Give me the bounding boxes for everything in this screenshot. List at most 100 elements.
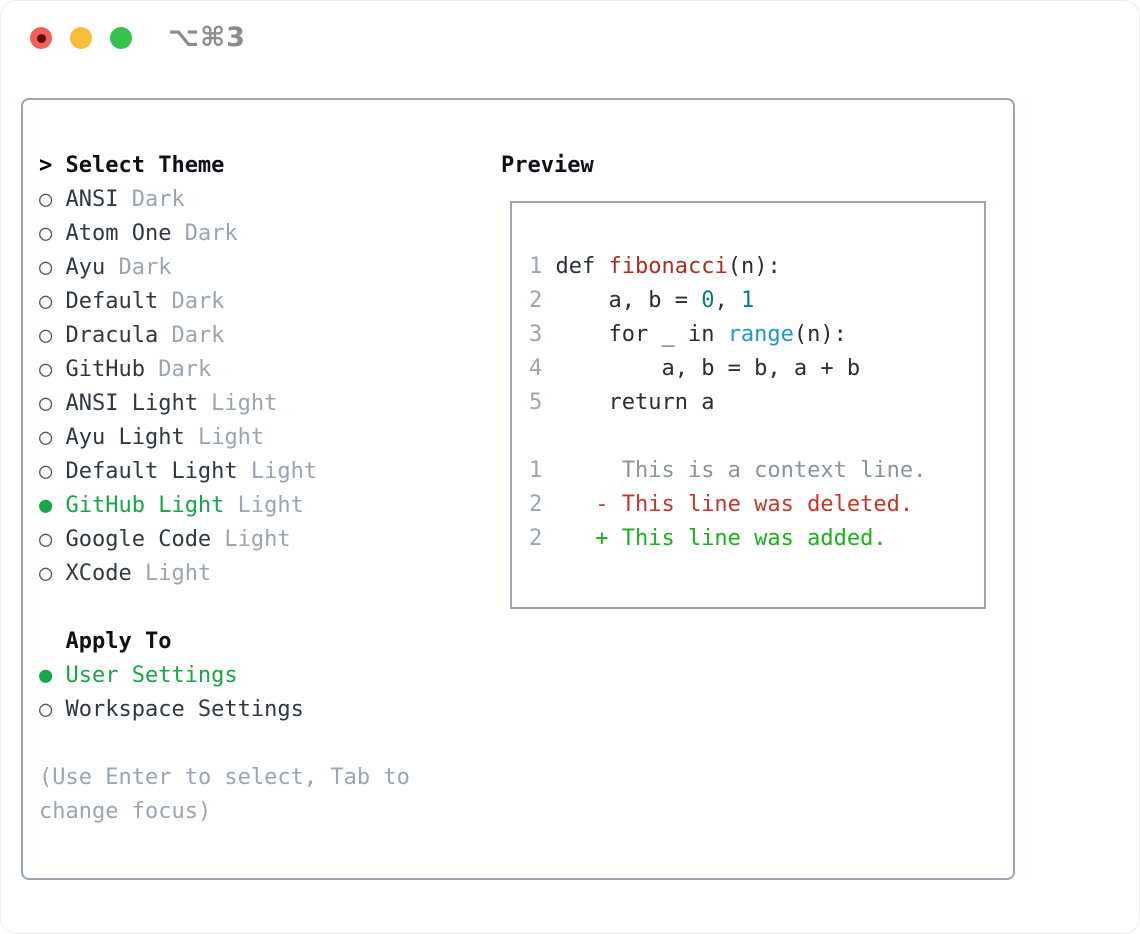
cursor-icon: > bbox=[39, 153, 53, 178]
hint-line-1: (Use Enter to select, Tab to bbox=[39, 765, 410, 790]
traffic-lights bbox=[30, 27, 132, 49]
theme-option-label: ANSI Light bbox=[65, 391, 198, 416]
title-bar: ⌥⌘3 bbox=[1, 1, 1139, 76]
apply-option-user-settings[interactable]: ●User Settings bbox=[39, 659, 410, 693]
radio-icon: ○ bbox=[39, 221, 53, 246]
window-title: ⌥⌘3 bbox=[168, 22, 246, 53]
radio-icon: ○ bbox=[39, 697, 53, 722]
theme-option-atom-one[interactable]: ○ Atom One Dark bbox=[39, 217, 410, 251]
theme-option-github-light[interactable]: ● GitHub Light Light bbox=[39, 489, 410, 523]
code-line-6 bbox=[529, 420, 984, 454]
theme-variant-label: Light bbox=[211, 527, 291, 552]
theme-variant-label: Light bbox=[197, 391, 278, 416]
theme-list: ○ANSI Dark○Atom One Dark○Ayu Dark○Defaul… bbox=[39, 183, 410, 591]
spacer bbox=[39, 591, 410, 625]
code-token-num: 1 bbox=[740, 288, 755, 313]
code-token: for _ in bbox=[542, 322, 728, 347]
line-number: 1 bbox=[529, 458, 543, 483]
zoom-button[interactable] bbox=[110, 27, 132, 49]
theme-variant-label: Dark bbox=[118, 187, 185, 212]
close-dot-icon bbox=[36, 33, 46, 43]
line-number: 4 bbox=[529, 356, 543, 381]
spacer bbox=[39, 727, 410, 761]
apply-to-list: ●User Settings ○ Workspace Settings bbox=[39, 659, 410, 727]
code-line-1: 1 def fibonacci(n): bbox=[529, 250, 984, 284]
radio-selected-icon: ● bbox=[39, 493, 53, 518]
code-line-7: 1 This is a context line. bbox=[529, 454, 984, 488]
code-line-4: 4 a, b = b, a + b bbox=[529, 352, 984, 386]
theme-variant-label: Dark bbox=[105, 255, 172, 280]
preview-column: Preview 1 def fibonacci(n):2 a, b = 0, 1… bbox=[501, 149, 986, 609]
apply-option-workspace-settings[interactable]: ○ Workspace Settings bbox=[39, 693, 410, 727]
line-number: 2 bbox=[529, 288, 543, 313]
minimize-button[interactable] bbox=[70, 27, 92, 49]
theme-option-xcode[interactable]: ○XCode Light bbox=[39, 557, 410, 591]
theme-variant-label: Light bbox=[224, 493, 304, 518]
code-token-del: - This line was deleted. bbox=[542, 492, 914, 517]
radio-icon: ○ bbox=[39, 289, 53, 314]
preview-header: Preview bbox=[501, 153, 594, 178]
theme-option-label: Atom One bbox=[65, 221, 172, 246]
theme-option-default[interactable]: ○Default Dark bbox=[39, 285, 410, 319]
code-line-9: 2 + This line was added. bbox=[529, 522, 984, 556]
theme-variant-label: Light bbox=[184, 425, 265, 450]
apply-option-label: Workspace Settings bbox=[65, 697, 304, 722]
radio-selected-icon: ● bbox=[39, 663, 53, 688]
theme-option-label: GitHub Light bbox=[65, 493, 225, 518]
theme-option-google-code[interactable]: ○ Google Code Light bbox=[39, 523, 410, 557]
radio-icon: ○ bbox=[39, 425, 53, 450]
code-token: a, b = b, a + b bbox=[542, 356, 861, 381]
code-line-5: 5 return a bbox=[529, 386, 984, 420]
select-theme-header-row: > Select Theme bbox=[39, 149, 410, 183]
theme-option-label: Google Code bbox=[65, 527, 212, 552]
theme-option-label: Ayu Light bbox=[65, 425, 185, 450]
theme-variant-label: Dark bbox=[144, 357, 212, 382]
code-token: a, b = bbox=[542, 288, 702, 313]
code-line-2: 2 a, b = 0, 1 bbox=[529, 284, 984, 318]
close-button[interactable] bbox=[30, 27, 52, 49]
theme-option-github[interactable]: ○GitHub Dark bbox=[39, 353, 410, 387]
theme-variant-label: Dark bbox=[158, 323, 225, 348]
radio-icon: ○ bbox=[39, 561, 53, 586]
radio-icon: ○ bbox=[39, 323, 53, 348]
code-token: (n): bbox=[727, 254, 781, 279]
code-token-builtin: range bbox=[727, 322, 794, 347]
code-line-8: 2 - This line was deleted. bbox=[529, 488, 984, 522]
theme-option-ansi-light[interactable]: ○ ANSI Light Light bbox=[39, 387, 410, 421]
code-token-add: + This line was added. bbox=[542, 526, 887, 551]
theme-option-label: Default bbox=[65, 289, 159, 314]
code-token-num: 0 bbox=[701, 288, 715, 313]
select-theme-header: Select Theme bbox=[65, 153, 225, 178]
code-token-func: fibonacci bbox=[608, 254, 728, 279]
code-token-ctx: This is a context line. bbox=[542, 458, 927, 483]
apply-to-header: Apply To bbox=[65, 629, 172, 654]
theme-option-label: ANSI bbox=[65, 187, 119, 212]
theme-option-dracula[interactable]: ○Dracula Dark bbox=[39, 319, 410, 353]
radio-icon: ○ bbox=[39, 527, 53, 552]
theme-option-ayu-light[interactable]: ○ Ayu Light Light bbox=[39, 421, 410, 455]
line-number: 2 bbox=[529, 492, 543, 517]
radio-icon: ○ bbox=[39, 459, 53, 484]
theme-variant-label: Light bbox=[237, 459, 318, 484]
theme-option-label: XCode bbox=[65, 561, 132, 586]
code-line-3: 3 for _ in range(n): bbox=[529, 318, 984, 352]
code-token: (n): bbox=[793, 322, 847, 347]
code-token: return a bbox=[542, 390, 715, 415]
radio-icon: ○ bbox=[39, 391, 53, 416]
theme-option-label: Ayu bbox=[65, 255, 106, 280]
theme-option-ansi[interactable]: ○ANSI Dark bbox=[39, 183, 410, 217]
line-number: 3 bbox=[529, 322, 543, 347]
radio-icon: ○ bbox=[39, 255, 53, 280]
theme-variant-label: Dark bbox=[171, 221, 238, 246]
theme-option-default-light[interactable]: ○ Default Light Light bbox=[39, 455, 410, 489]
theme-picker-panel: >Select Theme ○ANSI Dark○Atom One Dark○A… bbox=[21, 98, 1015, 880]
theme-option-label: GitHub bbox=[65, 357, 145, 382]
line-number: 1 bbox=[529, 254, 543, 279]
theme-picker-column: >Select Theme ○ANSI Dark○Atom One Dark○A… bbox=[39, 149, 410, 829]
theme-option-ayu[interactable]: ○ Ayu Dark bbox=[39, 251, 410, 285]
code-token: , bbox=[714, 288, 741, 313]
line-number: 5 bbox=[529, 390, 543, 415]
theme-option-label: Default Light bbox=[65, 459, 238, 484]
